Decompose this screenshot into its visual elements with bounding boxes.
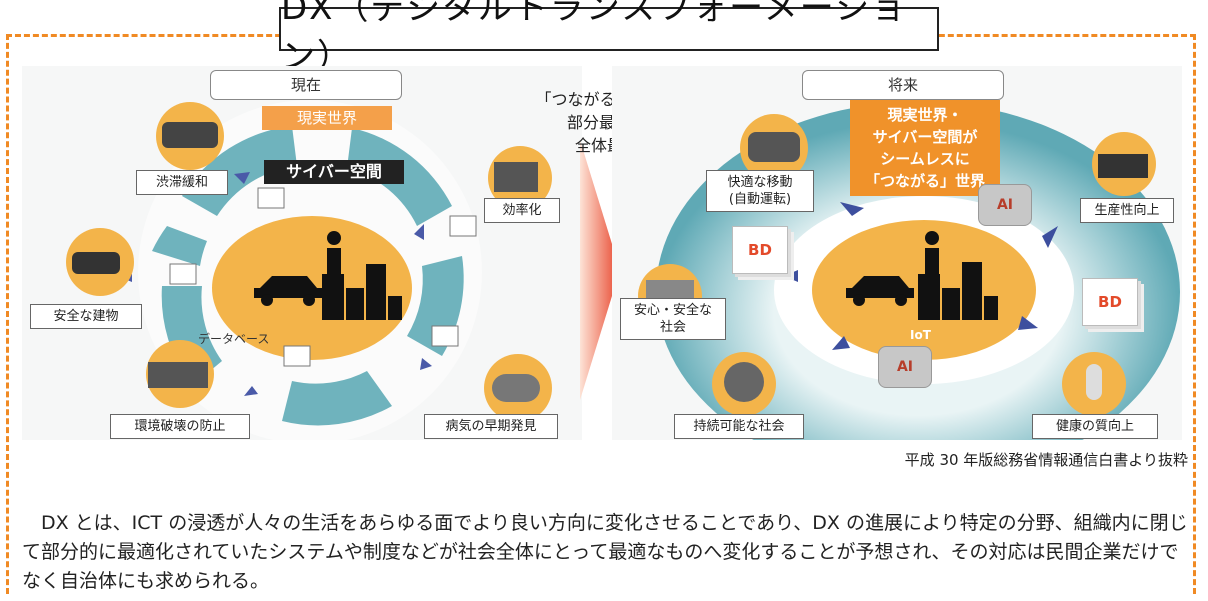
- current-header: 現在: [210, 70, 402, 100]
- label-disease: 病気の早期発見: [424, 414, 558, 439]
- arrow-icon: [1042, 226, 1058, 248]
- label-efficiency: 効率化: [484, 198, 560, 223]
- iot-label: IoT: [910, 328, 931, 342]
- buildings-icon: [918, 274, 940, 320]
- connected-line-2: サイバー空間が: [872, 128, 978, 146]
- car-icon: [846, 276, 914, 298]
- big-data-icon: BD: [732, 226, 788, 274]
- label-sustainable: 持続可能な社会: [674, 414, 804, 439]
- arrow-icon: [234, 172, 250, 184]
- arrow-icon: [244, 386, 258, 396]
- database-icon: [169, 263, 197, 285]
- segment-bottom: [282, 371, 392, 426]
- buildings-icon: [322, 274, 344, 320]
- database-icon: [257, 187, 285, 209]
- label-safe-building: 安全な建物: [30, 304, 142, 329]
- connected-line-3: シームレスに: [880, 150, 970, 168]
- source-note: 平成 30 年版総務省情報通信白書より抜粋: [904, 451, 1188, 469]
- connected-world-box: 現実世界・ サイバー空間が シームレスに 「つながる」世界: [850, 100, 1000, 196]
- page-title: DX（デジタルトランスフォーメーション）: [279, 0, 939, 77]
- label-productivity: 生産性向上: [1080, 198, 1174, 223]
- ai-icon: AI: [978, 184, 1032, 226]
- database-label: データベース: [198, 332, 270, 346]
- arrow-icon: [840, 202, 864, 216]
- future-header: 将来: [802, 70, 1004, 100]
- mobility-line-1: 快適な移動: [727, 175, 793, 190]
- future-panel: 将来 現実世界・ サイバー空間が シームレスに 「つながる」世界 AI AI I…: [612, 66, 1182, 440]
- big-arrow-icon: [580, 140, 620, 400]
- current-panel: 現在 現実世界 サイバー空間 データベース 渋滞緩和 効率化 安全な建物 環境破…: [22, 66, 582, 440]
- safety-line-2: 社会: [659, 320, 686, 335]
- segment-left: [152, 226, 207, 266]
- arrow-icon: [414, 224, 424, 240]
- current-diagram: [66, 100, 552, 440]
- label-health: 健康の質向上: [1032, 414, 1158, 439]
- arrow-icon: [784, 270, 798, 282]
- label-safety: 安心・安全な 社会: [620, 298, 726, 340]
- safety-line-1: 安心・安全な: [633, 303, 712, 318]
- label-congestion: 渋滞緩和: [136, 170, 228, 195]
- database-icon: [431, 325, 459, 347]
- connected-line-4: 「つながる」世界: [864, 172, 985, 190]
- label-environment: 環境破壊の防止: [110, 414, 250, 439]
- connected-line-1: 現実世界・: [887, 106, 963, 124]
- arrow-icon: [1018, 316, 1038, 330]
- person-icon: [327, 231, 341, 245]
- database-icon: [283, 345, 311, 367]
- big-data-icon: BD: [1082, 278, 1138, 326]
- real-world-tag: 現実世界: [262, 106, 392, 130]
- description-paragraph: DX とは、ICT の浸透が人々の生活をあらゆる面でより良い方向に変化させること…: [22, 512, 1188, 592]
- cyber-space-tag: サイバー空間: [264, 160, 404, 184]
- label-mobility: 快適な移動 (自動運転): [706, 170, 814, 212]
- arrow-icon: [420, 358, 432, 370]
- arrow-icon: [832, 336, 850, 350]
- database-icon: [449, 215, 477, 237]
- car-icon: [254, 276, 322, 298]
- ai-icon: AI: [878, 346, 932, 388]
- mobility-line-2: (自動運転): [728, 192, 792, 207]
- person-icon: [925, 231, 939, 245]
